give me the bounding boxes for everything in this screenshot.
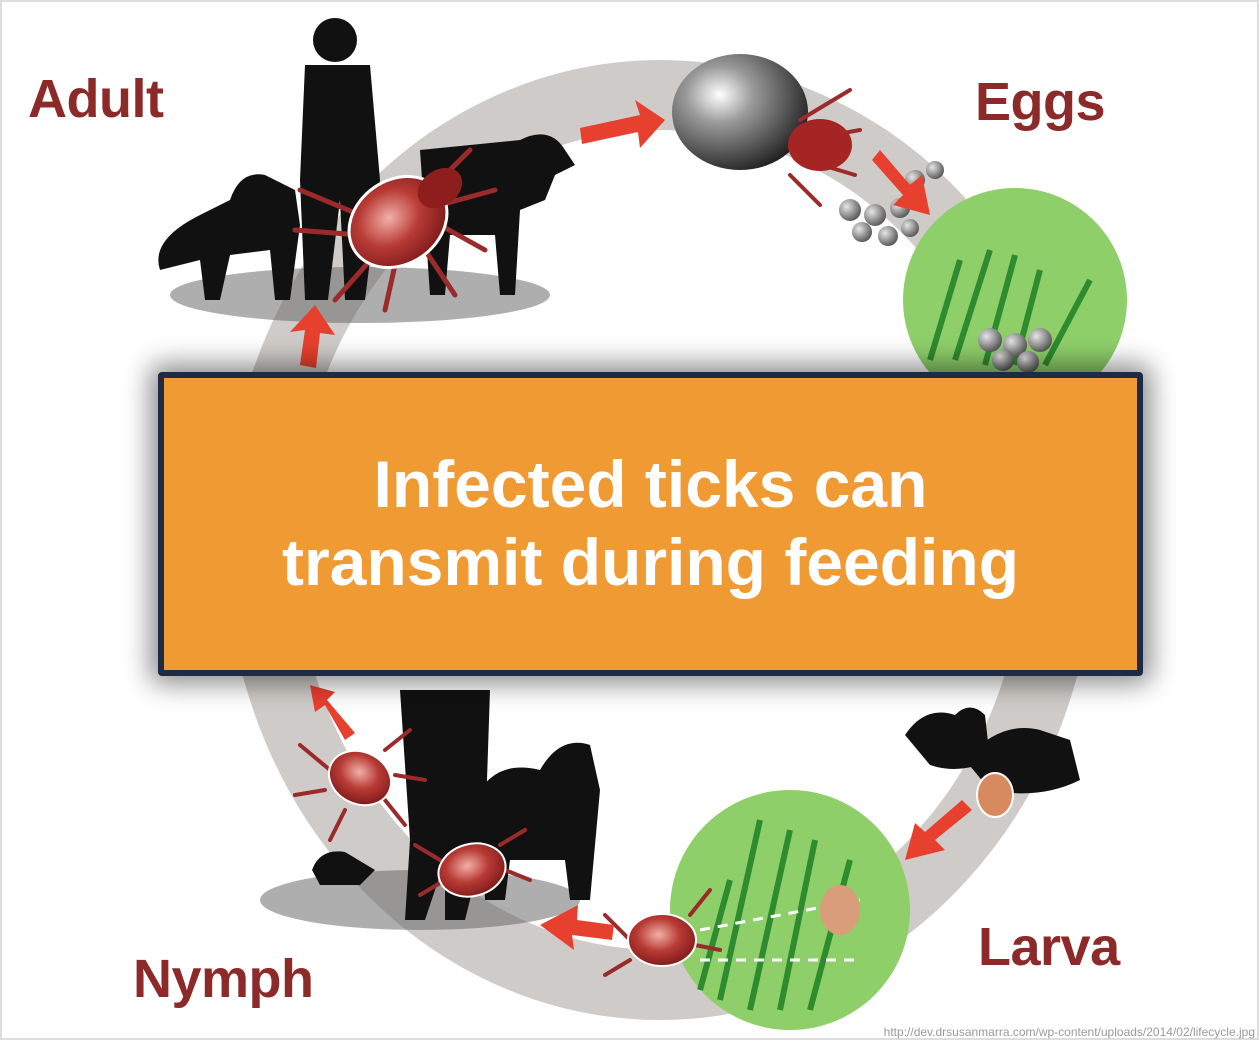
stage-label-eggs: Eggs <box>975 75 1105 129</box>
larva-tick-illustration <box>977 773 1013 817</box>
stage-label-larva: Larva <box>978 920 1120 974</box>
stage-label-adult: Adult <box>28 72 163 126</box>
larva-grass-circle <box>670 790 910 1030</box>
source-url: http://dev.drsusanmarra.com/wp-content/u… <box>884 1025 1255 1039</box>
stage-label-nymph: Nymph <box>133 952 314 1006</box>
banner-line-1: Infected ticks can <box>374 446 928 524</box>
transmission-banner: Infected ticks can transmit during feedi… <box>158 372 1143 676</box>
banner-line-2: transmit during feeding <box>282 524 1019 602</box>
